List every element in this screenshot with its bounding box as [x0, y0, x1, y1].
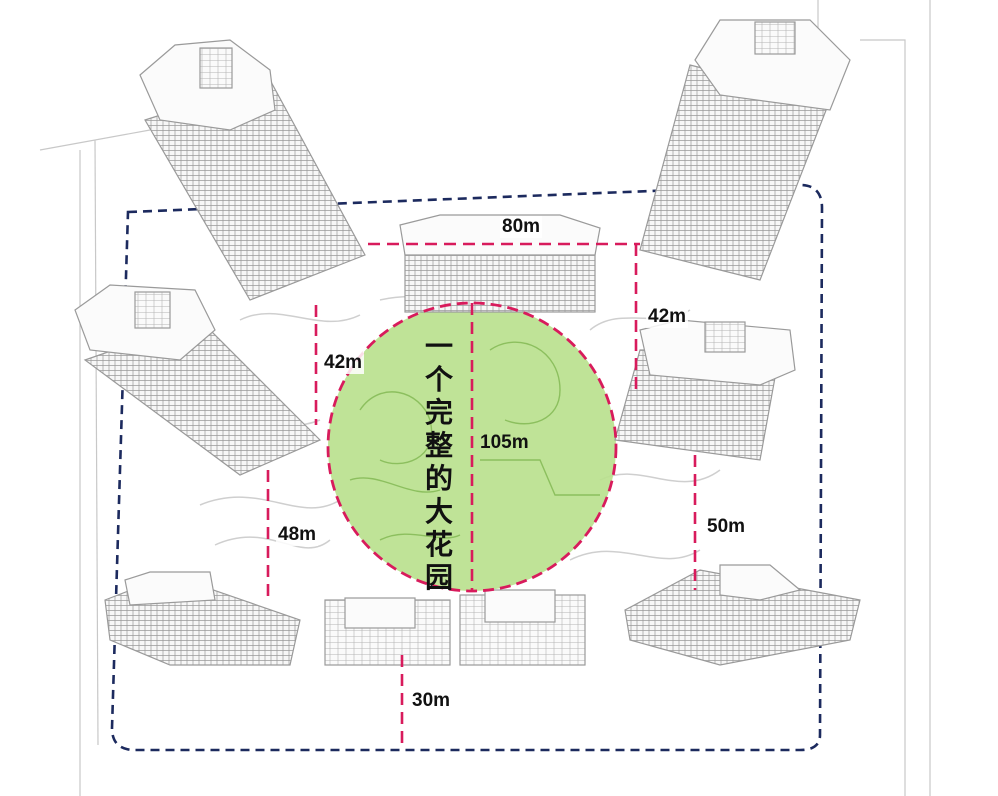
label-left-lower-gap: 48m [276, 524, 319, 546]
label-top-width: 80m [500, 216, 543, 238]
tower-mid-right [614, 319, 796, 461]
building-bottom-right [624, 564, 861, 666]
buildings [74, 19, 861, 666]
caption-char: 完 [424, 396, 453, 429]
dimension-lines [266, 242, 697, 750]
caption-char: 花 [424, 528, 453, 561]
caption-char: 整 [424, 429, 453, 462]
caption-char: 大 [424, 495, 453, 528]
caption-char: 个 [424, 363, 453, 396]
garden-outline [326, 301, 618, 593]
tower-top-left [139, 39, 366, 301]
label-left-upper-gap: 42m [322, 352, 365, 374]
garden-contours [349, 341, 600, 541]
label-circle-diameter: 105m [480, 432, 529, 453]
caption-char: 的 [424, 462, 453, 495]
building-bottom-left [104, 571, 301, 666]
tower-mid-left [74, 284, 322, 476]
caption-char: 园 [424, 561, 453, 594]
label-bottom-gap: 30m [410, 690, 453, 712]
caption-char: 一 [424, 330, 453, 363]
tower-top-right [639, 19, 851, 281]
site-boundary [110, 183, 824, 752]
context-roads [39, 0, 931, 796]
building-bottom-center [324, 589, 586, 666]
label-right-upper-gap: 42m [646, 306, 689, 328]
label-right-lower-gap: 50m [705, 516, 748, 538]
garden-caption: 一 个 完 整 的 大 花 园 [424, 330, 454, 594]
